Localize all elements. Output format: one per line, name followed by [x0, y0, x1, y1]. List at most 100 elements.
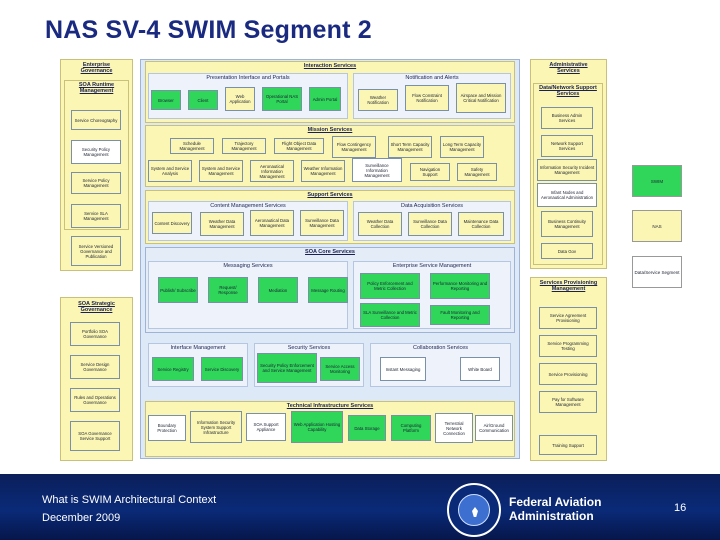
service-registry-box: Service Registry	[152, 357, 194, 381]
client-box: Client	[188, 90, 218, 110]
service-sla-box: Service SLA Management	[71, 204, 121, 228]
business-continuity-box: Business Continuity Management	[541, 211, 593, 237]
soa-runtime-title: SOA Runtime Management	[78, 82, 115, 94]
weather-collection-box: Weather Data Collection	[358, 212, 402, 236]
service-access-box: Service Access Monitoring	[320, 357, 360, 381]
web-app-hosting-box: Web Application Hosting Capability	[291, 411, 343, 443]
browser-box: Browser	[151, 90, 181, 110]
white-board-box: White Board	[460, 357, 500, 381]
info-security-box: Information Security System Support Infr…	[190, 411, 242, 443]
soa-governance-support-box: SOA Governance Service Support	[70, 421, 120, 451]
page-number: 16	[674, 502, 687, 514]
business-admin-box: Business Admin Services	[541, 107, 593, 129]
enterprise-governance-title: Enterprise Governance	[80, 62, 113, 74]
sv4-diagram: Enterprise Governance SOA Runtime Manage…	[55, 55, 610, 465]
incident-management-box: Information Security Incident Management	[537, 159, 597, 181]
page-title: NAS SV-4 SWIM Segment 2	[45, 16, 372, 44]
rules-operations-box: Rules and Operations Governance	[70, 388, 120, 412]
terrestrial-network-box: Terrestrial Network Connection	[435, 413, 473, 443]
soa-strategic-title: SOA Strategic Governance	[78, 301, 115, 313]
instant-messaging-box: Instant Messaging	[380, 357, 426, 381]
legend-nas: NAS	[632, 210, 682, 242]
content-title: Content Management Services	[210, 203, 286, 209]
message-routing-box: Message Routing	[308, 277, 348, 303]
legend-data-segment: Data/Service Segment	[632, 256, 682, 288]
airspace-notification-box: Airspace and Mission Critical Notificati…	[456, 83, 506, 113]
data-storage-box: Data Storage	[348, 415, 386, 441]
service-provisioning-box: Service Provisioning	[539, 363, 597, 385]
boundary-protection-box: Boundary Protection	[148, 415, 186, 441]
long-term-box: Long Term Capacity Management	[440, 136, 484, 158]
service-discovery-box: Service Discovery	[201, 357, 243, 381]
footer-bar	[0, 474, 720, 540]
datanet-title: Data/Network Support Services	[539, 85, 597, 97]
data-gov-box: Data Gov	[541, 243, 593, 259]
surveillance-collection-box: Surveillance Data Collection	[408, 212, 452, 236]
air-ground-box: Air/Ground Communication	[475, 415, 513, 441]
security-title: Security Services	[287, 345, 331, 351]
fault-monitoring-box: Fault Monitoring and Reporting	[430, 305, 490, 325]
flight-object-box: Flight Object Data Management	[274, 138, 324, 154]
esm-title: Enterprise Service Management	[392, 263, 472, 269]
network-support-box: Network Support Services	[541, 135, 593, 157]
collaboration-title: Collaboration Services	[412, 345, 469, 351]
notification-title: Notification and Alerts	[405, 75, 459, 81]
footer-org-line1: Federal Aviation	[509, 495, 602, 509]
mission-title: Mission Services	[307, 127, 353, 133]
security-policy-enforcement-box: Security Policy Enforcement and Service …	[257, 353, 317, 383]
service-agreement-box: Service Agreement Provisioning	[539, 307, 597, 329]
data-acquisition-title: Data Acquisition Services	[400, 203, 464, 209]
service-versioned-box: Service Versioned Governance and Publica…	[71, 236, 121, 266]
sys-analysis-box: System and Service Analysis	[148, 160, 192, 182]
policy-enforcement-box: Policy Enforcement and Metric Collection	[360, 273, 420, 299]
portfolio-governance-box: Portfolio SOA Governance	[70, 322, 120, 346]
faa-seal-logo	[447, 483, 501, 537]
interaction-title: Interaction Services	[303, 63, 357, 69]
trajectory-box: Trajectory Management	[222, 138, 266, 154]
sla-surveillance-box: SLA Surveillance and Metric Collection	[360, 303, 420, 327]
weather-data-box: Weather Data Management	[200, 212, 244, 236]
aeronautical-data-box: Aeronautical Data Management	[250, 210, 294, 236]
publish-subscribe-box: Publish/ Subscribe	[158, 277, 198, 303]
navigation-box: Navigation Support	[410, 163, 450, 181]
footer-line2: December 2009	[42, 512, 121, 524]
seal-eagle-icon	[472, 507, 478, 517]
service-design-box: Service Design Governance	[70, 355, 120, 379]
footer-org-line2: Administration	[509, 509, 594, 523]
admin-title: Administrative Services	[549, 62, 588, 74]
admin-portal-box: Admin Portal	[309, 87, 341, 111]
safety-box: Safety Management	[457, 163, 497, 181]
soa-core-title: SOA Core Services	[305, 249, 355, 255]
security-policy-box: Security Policy Management	[71, 140, 121, 164]
weather-info-box: Weather Information Management	[301, 160, 345, 182]
provisioning-title: Services Provisioning Management	[539, 280, 598, 292]
weather-notification-box: Weather Notification	[358, 89, 398, 111]
flow-notification-box: Flow Constraint Notification	[405, 85, 449, 111]
surveillance-info-box: Surveillance Information Management	[352, 158, 402, 182]
messaging-title: Messaging Services	[223, 263, 273, 269]
interface-title: Interface Management	[170, 345, 226, 351]
request-response-box: Request/ Response	[208, 277, 248, 303]
footer-line1: What is SWIM Architectural Context	[42, 494, 217, 506]
tech-infra-title: Technical Infrastructure Services	[286, 403, 374, 409]
surveillance-data-box: Surveillance Data Management	[300, 210, 344, 236]
mediation-box: Mediation	[258, 277, 298, 303]
operational-portal-box: Operational NAS Portal	[262, 87, 302, 111]
pay-software-box: Pay for Software Management	[539, 391, 597, 413]
seal-center	[458, 494, 490, 526]
performance-monitoring-box: Performance Monitoring and Reporting	[430, 273, 490, 299]
aeronautical-admin-box: Infant Nodes and Aeronautical Administra…	[537, 183, 597, 207]
web-application-box: Web Application	[225, 87, 255, 111]
schedule-box: Schedule Management	[170, 138, 214, 154]
training-support-box: Training Support	[539, 435, 597, 455]
service-choreography-box: Service Choreography	[71, 110, 121, 130]
short-term-box: Short Term Capacity Management	[388, 136, 432, 158]
maintenance-collection-box: Maintenance Data Collection	[458, 212, 504, 236]
aeronautical-info-box: Aeronautical Information Management	[250, 160, 294, 182]
service-programming-box: Service Programming Testing	[539, 335, 597, 357]
portal-title: Presentation Interface and Portals	[206, 75, 290, 81]
soa-support-box: SOA Support Appliance	[246, 413, 286, 441]
support-title: Support Services	[307, 192, 353, 198]
content-discovery-box: Content Discovery	[152, 212, 192, 234]
legend-swim: SWIM	[632, 165, 682, 197]
